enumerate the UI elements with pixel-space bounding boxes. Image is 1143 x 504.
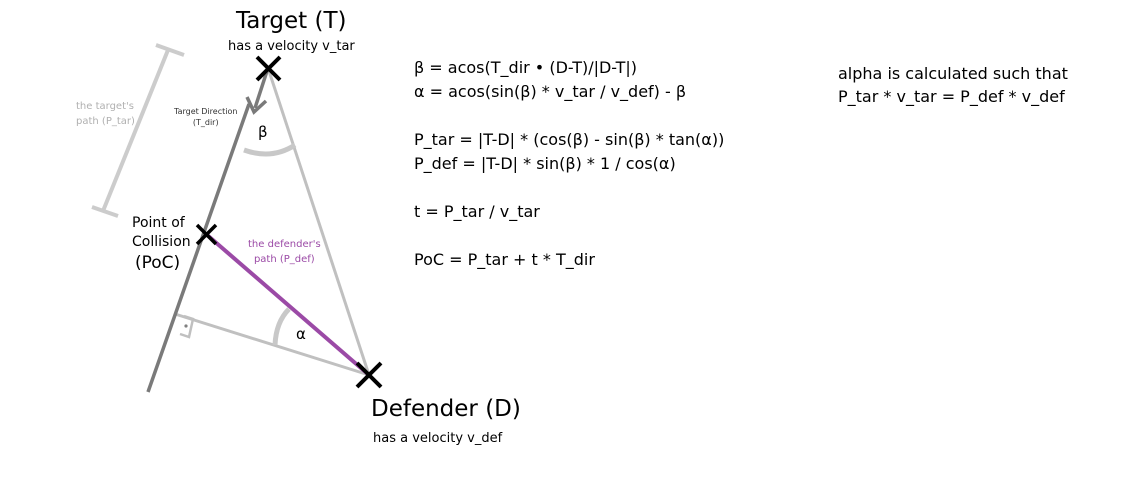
target-marker-icon xyxy=(255,55,282,82)
defender-path-label: the defender's path (P_def) xyxy=(248,239,321,265)
target-direction-line xyxy=(146,103,251,393)
point-of-collision-label: Point of Collision (PoC) xyxy=(132,214,191,275)
defender-velocity-label: has a velocity v_def xyxy=(373,431,503,446)
defender-label: Defender (D) xyxy=(371,396,521,422)
equation-alpha: α = acos(sin(β) * v_tar / v_def) - β xyxy=(414,82,687,101)
target-path-label: the target's path (P_tar) xyxy=(76,101,135,127)
right-angle-marker xyxy=(179,314,195,339)
poc-line-2: Collision xyxy=(132,233,191,250)
poc-abbreviation: (PoC) xyxy=(135,252,181,273)
target-velocity-label: has a velocity v_tar xyxy=(228,39,355,54)
equation-p-tar: P_tar = |T-D| * (cos(β) - sin(β) * tan(α… xyxy=(414,130,725,149)
perpendicular-side xyxy=(174,312,370,377)
target-direction-arrow xyxy=(245,67,270,115)
alpha-label: α xyxy=(296,325,306,343)
defender-marker-icon xyxy=(355,361,383,389)
collision-marker-icon xyxy=(195,223,218,246)
beta-angle-arc xyxy=(243,142,297,157)
alpha-note-line-2: P_tar * v_tar = P_def * v_def xyxy=(838,87,1065,107)
target-label: Target (T) xyxy=(236,8,347,34)
equation-t: t = P_tar / v_tar xyxy=(414,202,540,221)
alpha-note-line-1: alpha is calculated such that xyxy=(838,64,1068,83)
target-defender-side xyxy=(266,67,371,376)
equation-beta: β = acos(T_dir • (D-T)/|D-T|) xyxy=(414,58,638,77)
alpha-angle-arc xyxy=(272,307,291,346)
equation-poc: PoC = P_tar + t * T_dir xyxy=(414,250,595,269)
beta-label: β xyxy=(258,123,268,141)
target-path-indicator xyxy=(91,43,185,218)
alpha-note: alpha is calculated such that P_tar * v_… xyxy=(838,62,1068,108)
poc-line-1: Point of xyxy=(132,215,185,231)
equation-p-def: P_def = |T-D| * sin(β) * 1 / cos(α) xyxy=(414,154,676,173)
target-direction-label: Target Direction (T_dir) xyxy=(174,107,238,128)
defender-path-line xyxy=(204,232,371,377)
